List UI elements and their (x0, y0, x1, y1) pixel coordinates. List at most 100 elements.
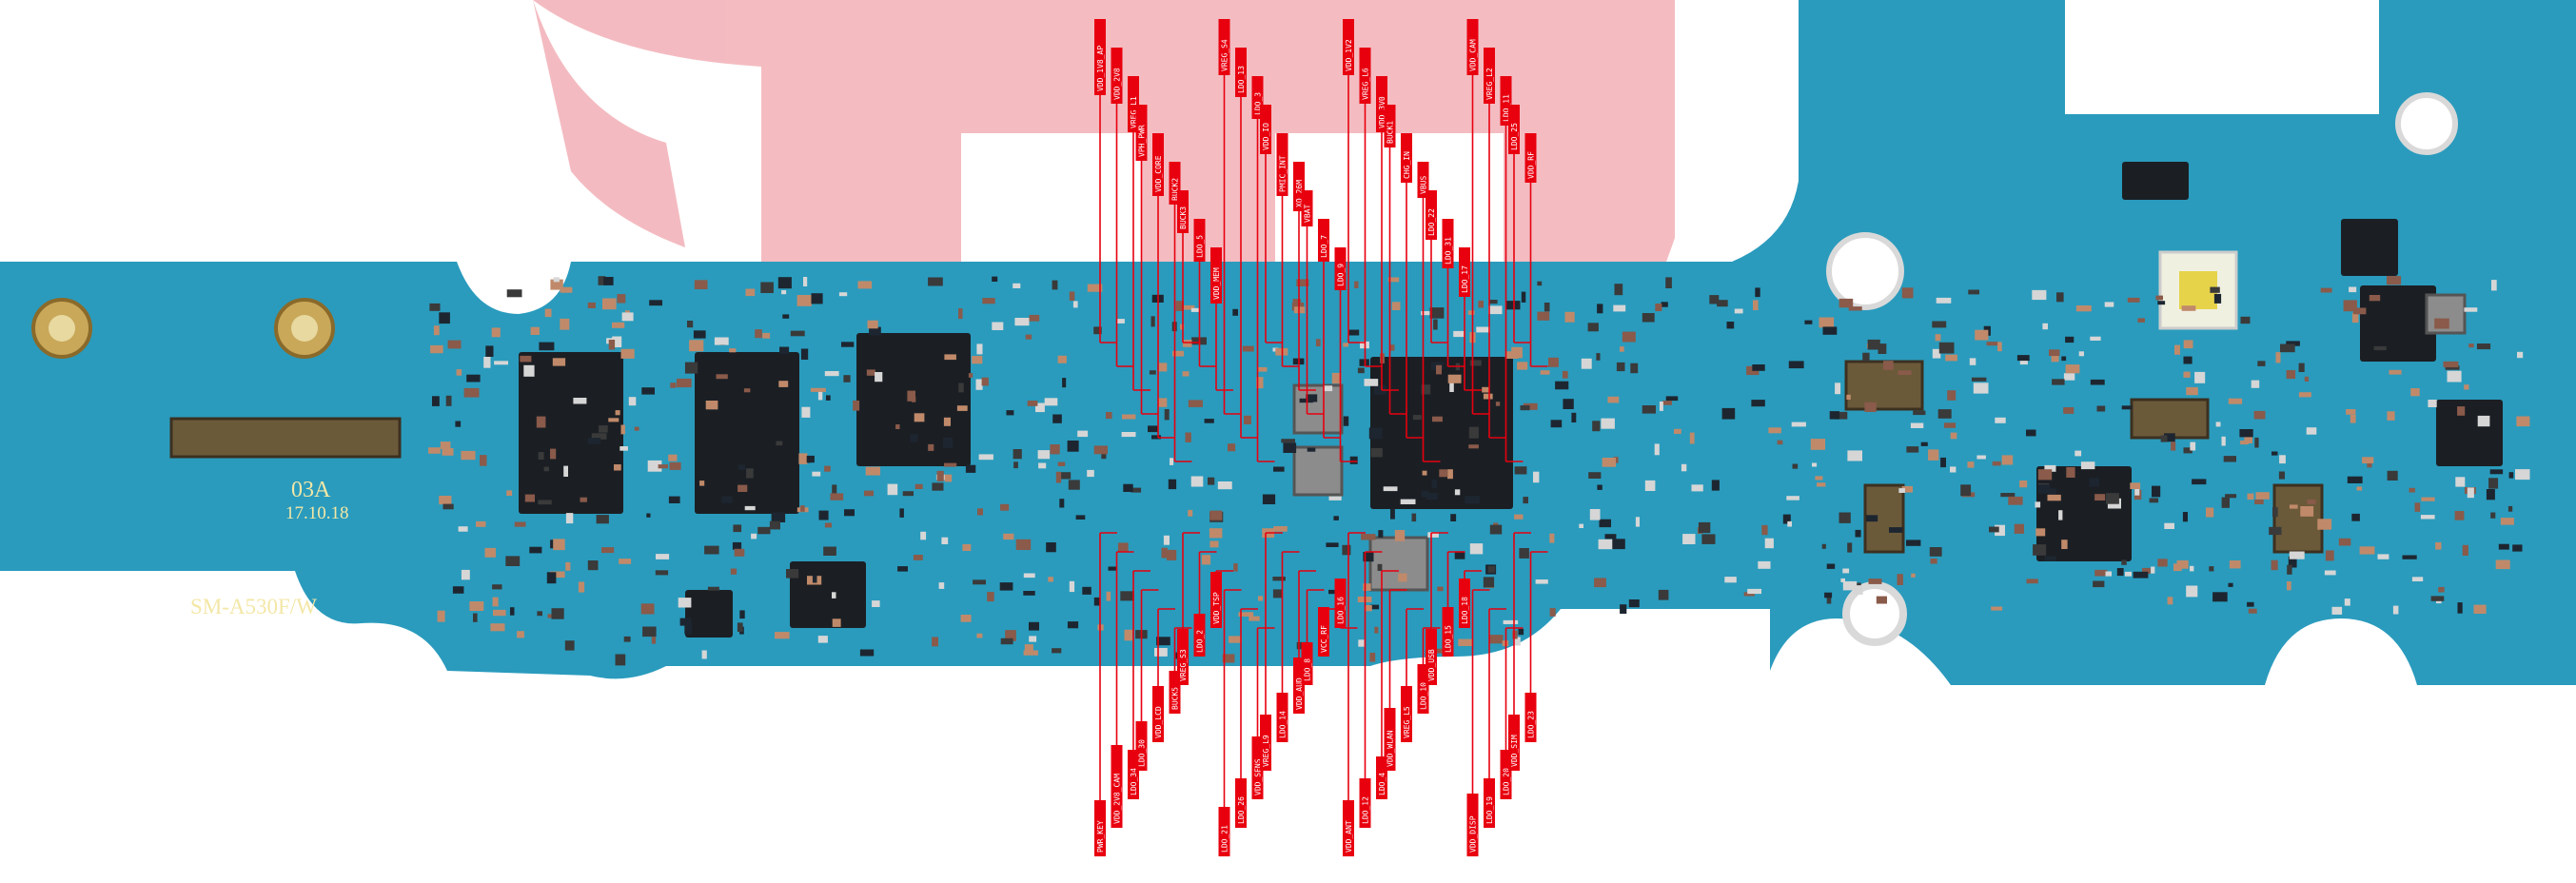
smd-component (1283, 442, 1297, 453)
smd-component (2194, 371, 2206, 383)
smd-component (2343, 300, 2357, 312)
smd-component (1122, 414, 1136, 420)
smd-component (1711, 480, 1720, 491)
smd-component (1436, 364, 1442, 375)
smd-component (2498, 543, 2509, 550)
smd-component (2183, 340, 2193, 349)
smd-component (2356, 486, 2363, 491)
smd-component (853, 400, 860, 411)
smd-component (1482, 386, 1490, 393)
smd-component (1835, 383, 1841, 395)
ic-chip (695, 352, 799, 514)
smd-component (701, 650, 707, 659)
callout-label: VREG_S4 (1221, 39, 1229, 71)
silkscreen: 03A 17.10.18 SM-A530F/W (190, 478, 349, 618)
smd-component (1601, 418, 1615, 429)
smd-component (1383, 486, 1398, 492)
smd-component (1315, 339, 1321, 346)
smd-component (1075, 515, 1086, 520)
smd-component (2298, 392, 2311, 398)
smd-component (737, 484, 748, 492)
smd-component (739, 610, 745, 619)
smd-component (2026, 429, 2036, 437)
smd-component (869, 326, 881, 336)
smd-component (1450, 514, 1457, 521)
ic-chip (685, 590, 733, 638)
smd-component (2080, 461, 2095, 470)
smd-component (656, 554, 670, 559)
inductor (1292, 383, 1344, 435)
smd-component (1093, 445, 1108, 455)
smd-component (1124, 629, 1133, 641)
smd-component (2137, 318, 2145, 323)
smd-component (2367, 460, 2372, 468)
smd-component (1469, 360, 1482, 366)
smd-component (1120, 591, 1134, 601)
smd-component (958, 383, 964, 393)
smd-component (492, 584, 502, 590)
callout-label: VREG_L5 (1403, 706, 1411, 738)
callout-label: VDD_DISP (1469, 815, 1478, 853)
smd-component (838, 292, 848, 297)
smd-component (1358, 639, 1365, 647)
smd-component (776, 441, 783, 446)
smd-component (976, 633, 983, 638)
smd-component (965, 464, 976, 473)
smd-component (1228, 443, 1236, 452)
callout-box (1193, 614, 1206, 657)
smd-component (1117, 319, 1125, 324)
callout-label: LDO_25 (1510, 123, 1519, 150)
smd-component (801, 406, 811, 418)
smd-component (1563, 399, 1574, 409)
callout-label: LDO_34 (1130, 768, 1138, 795)
smd-component (1847, 542, 1853, 553)
smd-component (2049, 349, 2060, 357)
smd-component (599, 425, 608, 433)
smd-component (2244, 433, 2252, 443)
smd-component (588, 438, 601, 444)
smd-component (2000, 493, 2016, 498)
smd-component (982, 298, 995, 304)
callout-box (1466, 794, 1479, 856)
smd-component (1000, 503, 1010, 511)
smd-component (668, 496, 680, 503)
smd-component (1855, 529, 1861, 538)
smd-component (544, 308, 552, 318)
smd-component (769, 520, 780, 530)
smd-component (1421, 384, 1431, 395)
smd-component (1164, 409, 1170, 421)
smd-component (1787, 520, 1792, 527)
smd-component (1052, 414, 1062, 423)
smd-component (2473, 604, 2487, 614)
smd-component (806, 455, 815, 463)
smd-component (2182, 512, 2188, 522)
smd-component (936, 470, 944, 481)
smd-component (1077, 430, 1089, 438)
smd-component (1400, 499, 1416, 504)
smd-component (1906, 446, 1919, 453)
smd-component (494, 361, 508, 365)
smd-component (875, 372, 883, 383)
callout-box (1135, 721, 1148, 771)
callout-box (1177, 190, 1189, 233)
smd-component (1229, 636, 1242, 643)
smd-component (746, 468, 754, 479)
smd-component (944, 462, 957, 467)
smd-component (598, 276, 606, 285)
smd-component (539, 342, 555, 351)
smd-component (755, 329, 762, 339)
smd-component (1035, 402, 1045, 413)
smd-component (1514, 466, 1527, 475)
smd-component (992, 276, 998, 282)
callout-box (1218, 807, 1230, 856)
smd-component (1620, 604, 1627, 614)
callout-box (1177, 629, 1189, 685)
smd-component (1571, 412, 1577, 422)
smd-component (999, 582, 1013, 591)
smd-component (2287, 564, 2292, 575)
callout-label: LDO_13 (1237, 66, 1246, 93)
smd-component (2127, 297, 2140, 303)
smd-component (520, 355, 532, 363)
smd-component (1368, 427, 1383, 440)
callout-label: VBAT (1304, 205, 1312, 223)
